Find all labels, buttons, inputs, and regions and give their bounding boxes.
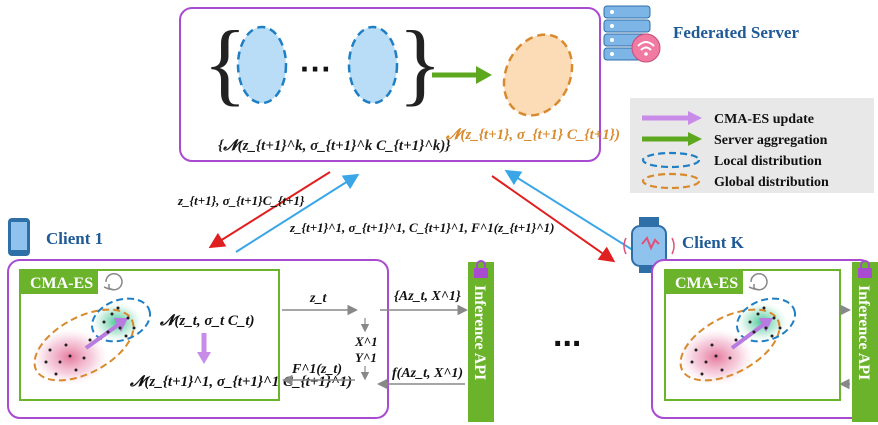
upload-label: z_{t+1}^1, σ_{t+1}^1, C_{t+1}^1, F^1(z_{… — [289, 220, 554, 235]
server-ellipsis: ··· — [300, 51, 332, 87]
client1-dist-after: 𝓝(z_{t+1}^1, σ_{t+1}^1 C_{t+1}^1) — [129, 374, 352, 390]
global-dist-ellipse — [502, 33, 574, 117]
broadcast-arrow-client1 — [208, 171, 331, 249]
server-title: Federated Server — [673, 23, 799, 42]
legend-cma-update — [642, 111, 702, 125]
client1-zt-label: z_t — [309, 291, 327, 306]
clientk-api-bar — [852, 262, 878, 422]
client1-query-label: {Az_t, X^1} — [394, 289, 461, 304]
phone-icon — [8, 218, 30, 256]
upload-arrow-clientk — [504, 169, 637, 253]
clients-ellipsis: ... — [553, 316, 581, 354]
global-dist-label: 𝓝(z_{t+1}, σ_{t+1} C_{t+1}) — [445, 127, 620, 143]
legend-label-agg: Server aggregation — [714, 133, 828, 148]
client1-response-label: f(Az_t, X^1) — [392, 366, 463, 381]
client1-optimization-plot — [32, 297, 152, 385]
local-dist-ellipse-1 — [236, 25, 288, 105]
client1-refresh-icon — [103, 273, 123, 291]
client1-y-label: Y^1 — [355, 350, 377, 365]
clientk-cmaes-label: CMA-ES — [675, 275, 738, 292]
broadcast-arrow-clientk — [491, 175, 616, 263]
client1-cmaes-tab — [20, 270, 98, 294]
local-dist-ellipse-k — [347, 25, 399, 105]
legend-global-ellipse — [641, 172, 701, 190]
local-set-label: {𝓝(z_{t+1}^k, σ_{t+1}^k C_{t+1}^k)} — [218, 138, 451, 154]
legend-box — [630, 98, 874, 193]
client1-fz-label: F^1(z_t) — [291, 362, 342, 377]
client1-api-bar — [468, 262, 494, 422]
client1-api-label: Inference API — [471, 285, 488, 380]
legend-label-cma: CMA-ES update — [714, 112, 814, 127]
clientk-api-label: Inference API — [855, 285, 872, 380]
client1-api-lock-icon — [474, 260, 488, 278]
clientk-api-lock-icon — [858, 260, 872, 278]
clientk-refresh-icon — [748, 273, 768, 291]
clientk-cmaes-tab — [665, 270, 743, 294]
client1-cmaes-label: CMA-ES — [30, 275, 93, 292]
upload-arrow-client1 — [235, 173, 360, 253]
server-icon — [603, 5, 661, 63]
legend-local-ellipse — [641, 151, 701, 169]
legend-label-local: Local distribution — [714, 154, 822, 169]
client1-x-label: X^1 — [354, 334, 378, 349]
clientk-title: Client K — [682, 233, 745, 252]
clientk-optimization-plot — [678, 297, 797, 385]
legend-label-global: Global distribution — [714, 175, 829, 190]
client1-dist-before: 𝓝(z_t, σ_t C_t) — [159, 313, 255, 329]
watch-icon — [623, 217, 675, 273]
client1-title: Client 1 — [46, 229, 103, 248]
broadcast-label: z_{t+1}, σ_{t+1}C_{t+1} — [177, 193, 305, 208]
legend-server-aggregation — [642, 132, 702, 146]
right-brace: } — [398, 12, 442, 114]
